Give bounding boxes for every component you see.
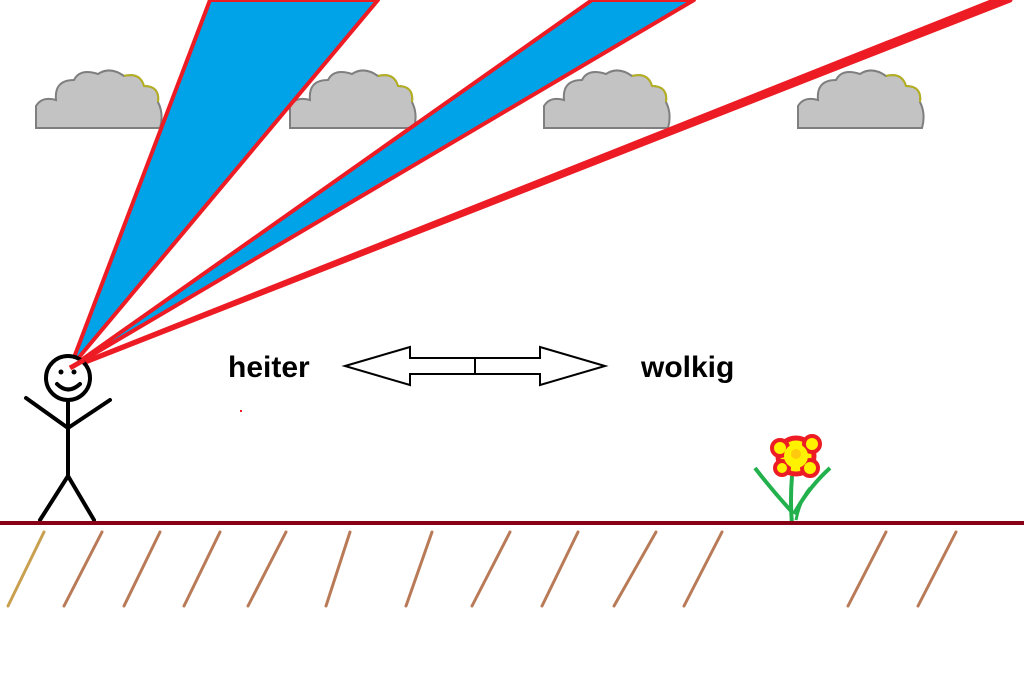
cloud-icon <box>289 69 417 129</box>
person-leg-right <box>66 474 96 522</box>
cloud-icon <box>797 69 925 129</box>
person-eye-left <box>58 369 64 375</box>
person-smile <box>55 382 82 392</box>
beam-steep <box>68 0 380 370</box>
label-heiter: heiter <box>228 351 310 384</box>
flower-icon <box>753 434 832 525</box>
double-arrow-icon <box>341 345 609 387</box>
stray-dot <box>240 410 242 412</box>
cloud-icon <box>543 69 671 129</box>
cloud-group <box>35 69 925 129</box>
beam-medium <box>68 0 696 370</box>
beam-flat <box>67 0 1013 371</box>
person-eye-right <box>71 369 77 375</box>
person-arm-right <box>66 398 112 430</box>
person-icon <box>24 354 112 522</box>
person-leg-left <box>38 474 70 522</box>
beam-origin <box>68 357 86 371</box>
label-wolkig: wolkig <box>640 351 734 384</box>
ground-hatching <box>6 530 958 608</box>
cloud-icon <box>35 69 163 129</box>
person-arm-left <box>24 396 70 430</box>
sight-beams <box>67 0 1013 371</box>
ground <box>0 521 1024 608</box>
